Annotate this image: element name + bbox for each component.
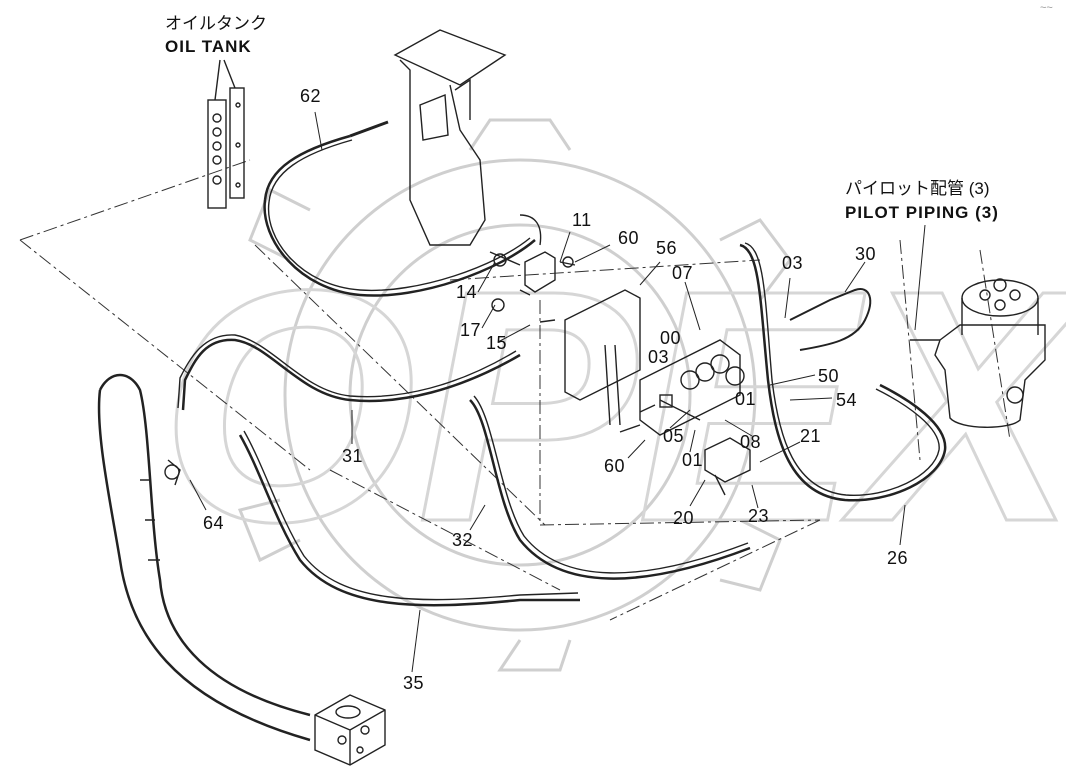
part-label-14: 14 bbox=[456, 282, 478, 302]
part-label-05: 05 bbox=[663, 426, 685, 446]
part-label-01-upper: 01 bbox=[735, 389, 757, 409]
oil-tank-title-en: OIL TANK bbox=[165, 37, 252, 56]
part-label-23: 23 bbox=[748, 506, 770, 526]
part-label-11: 11 bbox=[572, 210, 592, 230]
watermark-text: OPEX bbox=[160, 221, 1066, 590]
part-label-30: 30 bbox=[855, 244, 877, 264]
watermark-gear bbox=[237, 118, 792, 672]
part-label-01-lower: 01 bbox=[682, 450, 704, 470]
part-label-60-bottom: 60 bbox=[604, 456, 626, 476]
oil-tank-title-jp: オイルタンク bbox=[165, 14, 267, 33]
part-label-08: 08 bbox=[740, 432, 762, 452]
pilot-piping-title-en: PILOT PIPING (3) bbox=[845, 203, 999, 222]
part-label-00: 00 bbox=[660, 328, 682, 348]
part-label-60-top: 60 bbox=[618, 228, 640, 248]
part-label-62: 62 bbox=[300, 86, 322, 106]
part-label-32: 32 bbox=[452, 530, 474, 550]
part-label-64: 64 bbox=[203, 513, 225, 533]
part-label-31: 31 bbox=[342, 446, 364, 466]
part-label-07: 07 bbox=[672, 263, 694, 283]
part-label-54: 54 bbox=[836, 390, 858, 410]
part-label-35: 35 bbox=[403, 673, 425, 693]
part-label-15: 15 bbox=[486, 333, 508, 353]
part-label-03-left: 03 bbox=[648, 347, 670, 367]
corner-mark: ~~ bbox=[1040, 2, 1053, 14]
part-label-03-right: 03 bbox=[782, 253, 804, 273]
pilot-piping-title-jp: パイロット配管 (3) bbox=[845, 179, 990, 198]
part-label-17: 17 bbox=[460, 320, 482, 340]
part-label-56: 56 bbox=[656, 238, 678, 258]
part-label-20: 20 bbox=[673, 508, 695, 528]
part-label-21: 21 bbox=[800, 426, 822, 446]
part-label-50: 50 bbox=[818, 366, 840, 386]
part-label-26: 26 bbox=[887, 548, 909, 568]
